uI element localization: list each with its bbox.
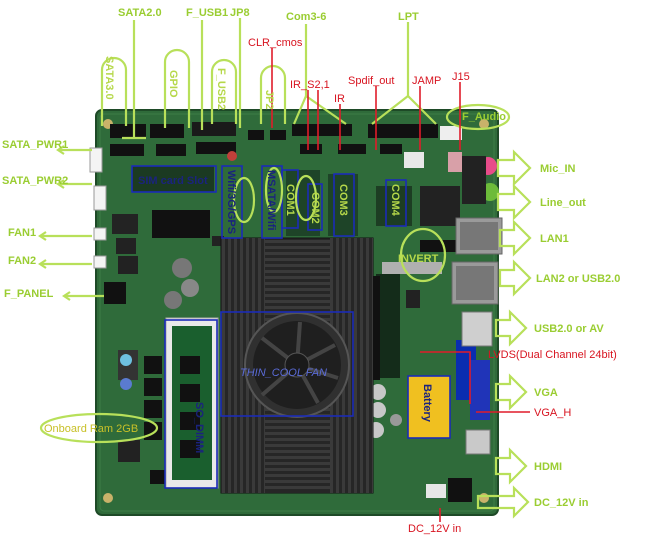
label-sata30: SATA3.0: [103, 56, 115, 100]
component-outlines: [131, 165, 407, 489]
label-sata-pwr2: SATA_PWR2: [2, 175, 68, 187]
label-usb-av: USB2.0 or AV: [534, 323, 604, 335]
board-components: [112, 166, 476, 488]
label-sata2: SATA2.0: [118, 7, 162, 19]
label-jp2: JP2: [263, 90, 275, 110]
label-lan1: LAN1: [540, 233, 569, 245]
heatsink: [220, 237, 374, 494]
left-connectors: [89, 147, 138, 304]
label-com3-6: Com3-6: [286, 11, 326, 23]
label-com3: COM3: [337, 184, 349, 216]
label-com1: COM1: [284, 184, 296, 216]
label-thin-cool-fan: THIN_COOL FAN: [240, 367, 327, 379]
label-f-usb2: F_USB2: [215, 68, 227, 110]
label-vga-h: VGA_H: [534, 407, 571, 419]
label-vga: VGA: [534, 387, 558, 399]
top-callout-lines: [100, 18, 437, 140]
label-invert: INVERT: [398, 253, 439, 265]
left-callout-arrows: [38, 145, 104, 301]
label-com2: COM2: [309, 192, 321, 224]
label-fan1: FAN1: [8, 227, 36, 239]
label-com4: COM4: [389, 184, 401, 217]
right-red-lines: [420, 351, 530, 522]
right-io: [426, 156, 503, 502]
label-so-dimm: SO_DIMM: [193, 402, 205, 453]
right-callout-arrows: [476, 149, 532, 519]
label-onboard-ram: Onboard Ram 2GB: [44, 423, 138, 435]
label-f-audio: F_Audio: [462, 111, 506, 123]
highlight-ovals: [39, 103, 511, 444]
label-dc12-right: DC_12V in: [534, 497, 589, 509]
label-dc12-bottom: DC_12V in: [408, 523, 461, 535]
label-battery: Battery: [421, 384, 433, 423]
label-mic-in: Mic_IN: [540, 163, 576, 175]
label-spdif-out: Spdif_out: [348, 75, 394, 87]
label-fan2: FAN2: [8, 255, 36, 267]
label-j15: J15: [452, 71, 470, 83]
top-headers: [110, 122, 462, 172]
label-clr-cmos: CLR_cmos: [248, 37, 303, 49]
label-gpio: GPIO: [167, 70, 179, 98]
label-lvds: LVDS(Dual Channel 24bit): [488, 349, 617, 361]
label-f-panel: F_PANEL: [4, 288, 54, 300]
battery-outline: [407, 375, 451, 439]
label-sim-slot: SIM card Slot: [138, 175, 208, 187]
top-red-lines: [271, 48, 461, 150]
label-lpt: LPT: [398, 11, 419, 23]
label-f-usb1: F_USB1: [186, 7, 228, 19]
label-jp8: JP8: [230, 7, 250, 19]
label-lan2-usb: LAN2 or USB2.0: [536, 273, 620, 285]
labels: SATA2.0 F_USB1 JP8 Com3-6 LPT CLR_cmos I…: [2, 7, 620, 535]
label-jamp: JAMP: [412, 75, 441, 87]
label-ir-s21: IR_S2,1: [290, 79, 330, 91]
label-msata: MSATA/Wifi: [265, 170, 277, 231]
label-wifi: Wifi/3G/GPS: [225, 170, 237, 234]
label-line-out: Line_out: [540, 197, 586, 209]
label-ir: IR: [334, 93, 345, 105]
label-sata-pwr1: SATA_PWR1: [2, 139, 68, 151]
label-hdmi: HDMI: [534, 461, 562, 473]
